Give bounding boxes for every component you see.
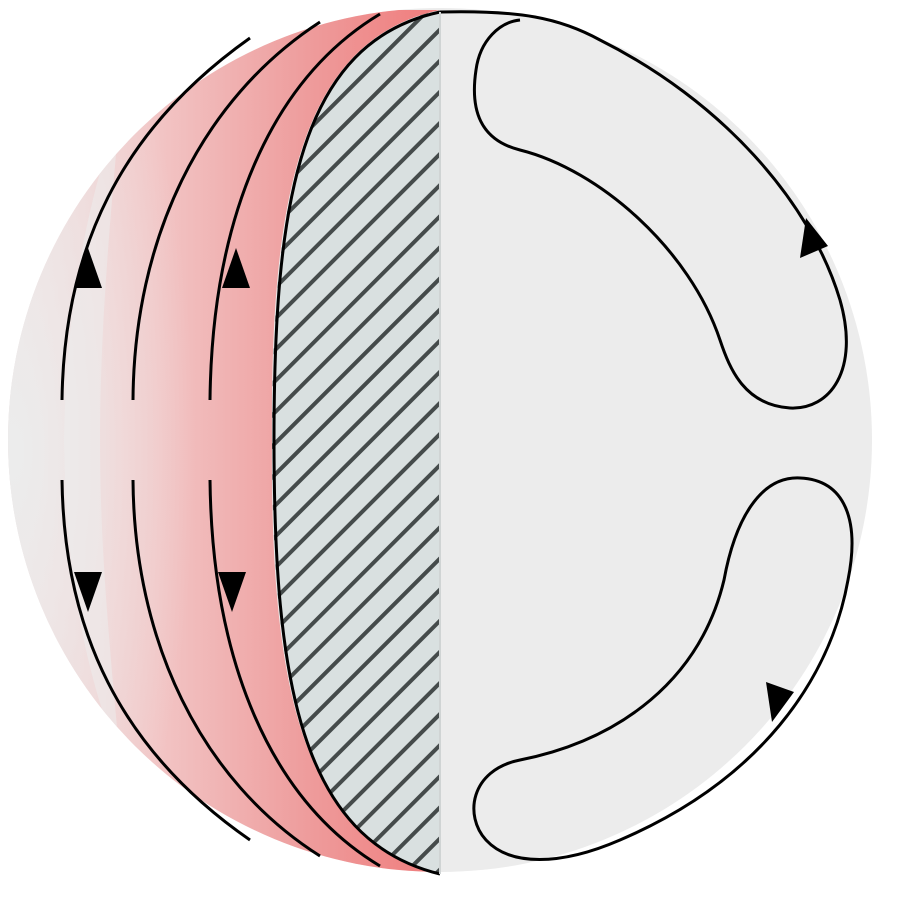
left-limb-fade — [0, 0, 300, 904]
